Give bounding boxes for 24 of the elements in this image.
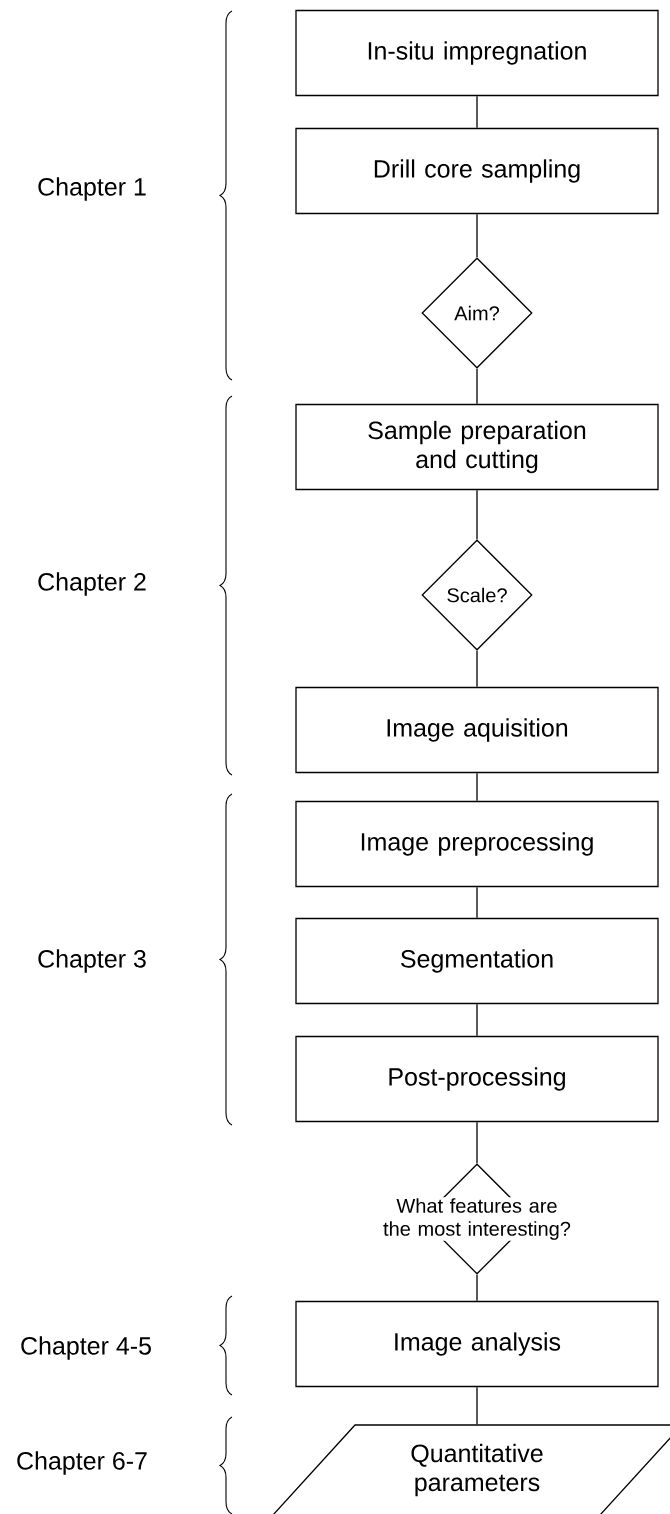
connector-line [476,1386,478,1425]
connector-line [476,1121,478,1164]
chapter-label: Chapter 4-5 [21,1336,151,1360]
process-box: Image preprocessing [295,800,659,888]
process-box: Image analysis [295,1300,659,1388]
connector-line [476,886,478,919]
connector-line [476,489,478,540]
process-box: Segmentation [295,917,659,1005]
chapter-label: Chapter 1 [38,177,146,201]
connector-line [476,1274,478,1302]
process-box: Image aquisition [295,686,659,774]
connector-line [476,213,478,258]
chapter-label: Chapter 6-7 [17,1451,147,1475]
process-box: Drill core sampling [295,127,659,215]
connector-line [476,650,478,688]
chapter-label: Chapter 2 [38,572,146,596]
process-box: Post-processing [295,1035,659,1123]
connector-line [476,368,478,405]
process-box: Sample preparation and cutting [295,403,659,491]
connector-line [476,1003,478,1037]
process-box: In-situ impregnation [295,9,659,97]
chapter-label: Chapter 3 [38,949,146,973]
connector-line [476,95,478,129]
connector-line [476,772,478,802]
